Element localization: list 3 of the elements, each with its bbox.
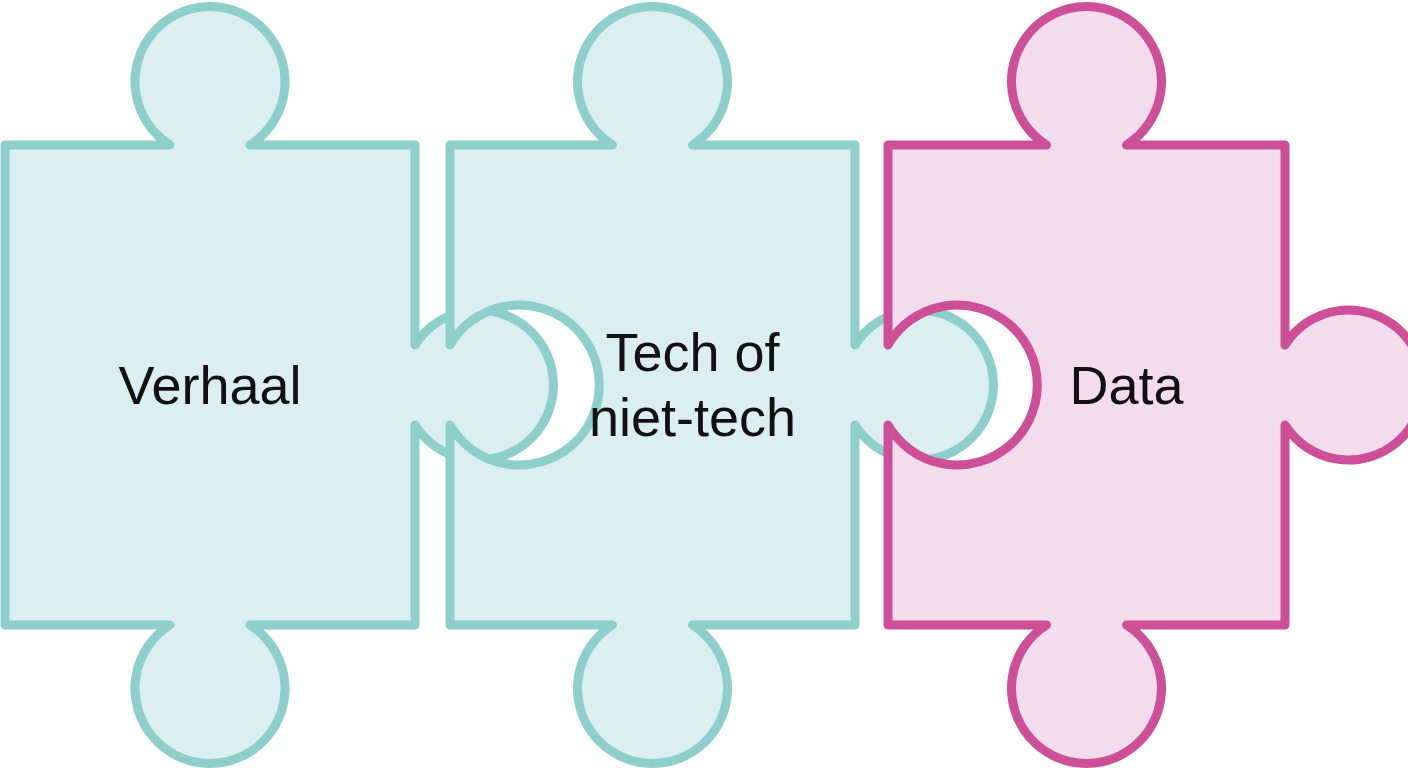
piece-label: Data: [1068, 353, 1185, 417]
piece-label: Tech of niet-tech: [587, 321, 798, 449]
piece-label: Verhaal: [117, 353, 303, 417]
